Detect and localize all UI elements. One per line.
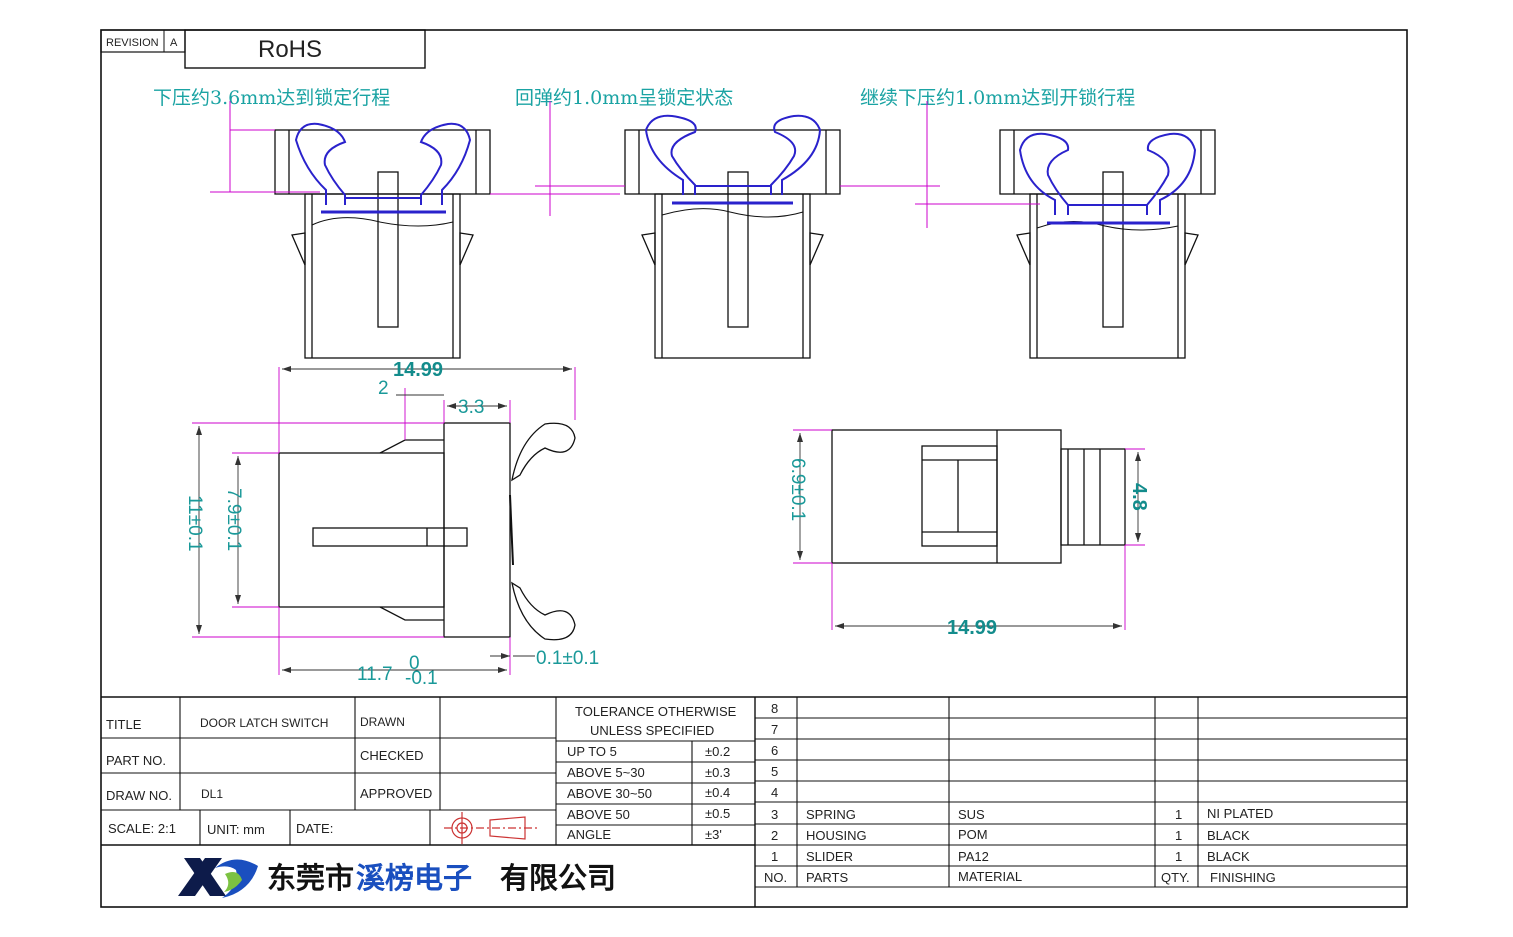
bom-finishing: BLACK <box>1207 849 1250 864</box>
company-name-part1: 东莞市 <box>267 861 354 895</box>
bom-finishing: NI PLATED <box>1207 806 1273 821</box>
scale-label: SCALE: 2:1 <box>108 821 176 836</box>
dim-side-3-3: 3.3 <box>458 397 484 418</box>
tolerance-range: ABOVE 50 <box>567 807 630 822</box>
spring-view-locked <box>644 114 822 205</box>
bom-no: 4 <box>771 785 778 800</box>
dim-side-7-9: 7.9±0.1 <box>223 488 244 551</box>
revision-label: REVISION <box>106 37 159 49</box>
bom-no: 3 <box>771 807 778 822</box>
rohs-label: RoHS <box>258 36 322 63</box>
tolerance-head-2: UNLESS SPECIFIED <box>590 723 714 738</box>
company-name-part3: 有限公司 <box>500 861 616 895</box>
bom-header-qty: QTY. <box>1161 870 1190 885</box>
date-label: DATE: <box>296 821 333 836</box>
tolerance-value: ±0.5 <box>705 806 730 821</box>
company-name: 东莞市溪榜电子有限公司 <box>267 861 616 895</box>
side-view <box>278 422 576 641</box>
drawing-frame <box>100 29 1408 908</box>
bom-header-finishing: FINISHING <box>1210 870 1276 885</box>
tolerance-range: ABOVE 30~50 <box>567 786 652 801</box>
dim-front-6-9: 6.9±0.1 <box>787 458 808 521</box>
bom-finishing: BLACK <box>1207 828 1250 843</box>
bom-qty: 1 <box>1175 849 1182 864</box>
latch-view-locked <box>490 101 841 359</box>
bom-no: 5 <box>771 764 778 779</box>
bom-header-material: MATERIAL <box>958 869 1022 884</box>
approved-label: APPROVED <box>360 786 432 801</box>
tolerance-head-1: TOLERANCE OTHERWISE <box>575 704 737 719</box>
dim-side-0-1: 0.1±0.1 <box>536 648 599 669</box>
dim-front-width: 14.99 <box>947 617 997 639</box>
title-block-text: TITLE DOOR LATCH SWITCH DRAWN PART NO. C… <box>106 704 737 842</box>
tolerance-range: ANGLE <box>567 827 611 842</box>
spring-view-pressed <box>294 122 472 214</box>
bom-header-no: NO. <box>764 870 787 885</box>
company-name-part2: 溪榜电子 <box>356 861 472 895</box>
bom-material: POM <box>958 827 988 842</box>
draw-no-label: DRAW NO. <box>106 788 172 803</box>
bom-table: 8 7 6 5 4 3 SPRING SUS 1 NI PLATED 2 HOU… <box>764 701 1276 885</box>
bom-material: PA12 <box>958 849 989 864</box>
tolerance-value: ±0.2 <box>705 744 730 759</box>
title-block-grid <box>101 696 1407 907</box>
dim-side-11: 11±0.1 <box>184 495 205 552</box>
part-no-label: PART NO. <box>106 753 166 768</box>
tolerance-value: ±0.4 <box>705 785 730 800</box>
bom-no: 2 <box>771 828 778 843</box>
bom-no: 7 <box>771 722 778 737</box>
spring-view-unlock <box>1018 132 1197 225</box>
dim-side-width: 14.99 <box>393 359 443 381</box>
dim-front-4-8: 4.8 <box>1128 483 1150 511</box>
dim-side-2: 2 <box>378 378 389 399</box>
tolerance-range: ABOVE 5~30 <box>567 765 645 780</box>
dim-side-11-7-upper: 0 <box>409 653 420 674</box>
bom-no: 6 <box>771 743 778 758</box>
bom-no: 8 <box>771 701 778 716</box>
title-value: DOOR LATCH SWITCH <box>200 716 328 730</box>
bom-parts: SPRING <box>806 807 856 822</box>
bom-qty: 1 <box>1175 828 1182 843</box>
side-view-dimensions <box>192 366 576 675</box>
projection-symbol-icon <box>444 812 540 844</box>
note-step3: 继续下压约1.0mm达到开锁行程 <box>860 87 1135 109</box>
front-view-dimensions <box>793 429 1145 630</box>
tolerance-range: UP TO 5 <box>567 744 617 759</box>
tolerance-value: ±3' <box>705 827 722 842</box>
revision-value: A <box>170 37 178 49</box>
unit-label: UNIT: mm <box>207 822 265 837</box>
front-view <box>831 429 1126 564</box>
bom-parts: SLIDER <box>806 849 853 864</box>
latch-view-pressed <box>210 101 491 359</box>
checked-label: CHECKED <box>360 748 424 763</box>
bom-no: 1 <box>771 849 778 864</box>
bom-header-parts: PARTS <box>806 870 848 885</box>
note-step2: 回弹约1.0mm呈锁定状态 <box>515 87 733 109</box>
dim-side-11-7: 11.7 <box>357 664 393 685</box>
bom-qty: 1 <box>1175 807 1182 822</box>
draw-no-value: DL1 <box>201 787 223 801</box>
company-logo-icon <box>178 858 258 898</box>
dim-side-11-7-lower: -0.1 <box>405 668 438 689</box>
bom-parts: HOUSING <box>806 828 867 843</box>
note-step1: 下压约3.6mm达到锁定行程 <box>153 87 390 109</box>
bom-material: SUS <box>958 807 985 822</box>
latch-view-unlock <box>840 101 1216 359</box>
title-label: TITLE <box>106 717 142 732</box>
revision-box: REVISION A RoHS <box>100 29 426 69</box>
tolerance-value: ±0.3 <box>705 765 730 780</box>
drawn-label: DRAWN <box>360 715 405 729</box>
